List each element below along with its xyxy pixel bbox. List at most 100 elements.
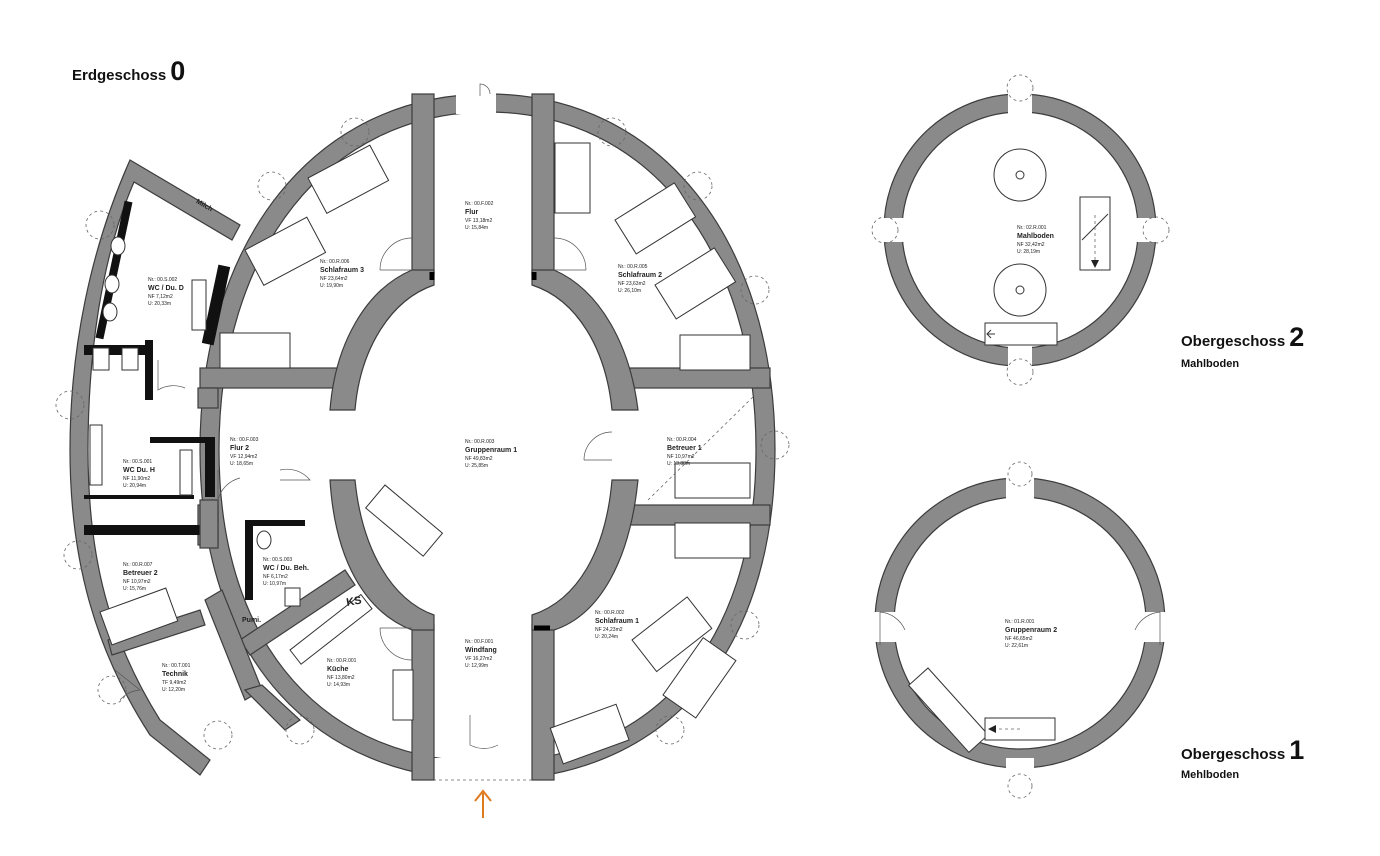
room-label-text: Nr.: 00.R.002 xyxy=(595,610,625,616)
room-label-text: Gruppenraum 1 xyxy=(465,447,517,454)
wc-beh-wall xyxy=(245,520,253,600)
betreuer1-diagonal xyxy=(647,394,756,501)
room-label-text: NF 11,90m2 xyxy=(123,476,150,482)
west-wall-dark-1 xyxy=(84,345,152,355)
room-label-text: NF 10,97m2 xyxy=(123,579,151,585)
room-label-text: U: 20,33m xyxy=(148,301,171,307)
room-label-text: Schlafraum 2 xyxy=(618,272,662,279)
ground-floor-plan xyxy=(55,83,790,818)
ground-floor-label: Erdgeschoss xyxy=(72,67,167,84)
room-label-pumi: Pumi. xyxy=(242,617,261,624)
room-label-text: NF 13,80m2 xyxy=(327,675,355,681)
room-label-text: VF 13,18m2 xyxy=(465,218,492,224)
upper1-window-marker-bottom xyxy=(1007,773,1033,799)
room-label-text: Technik xyxy=(162,671,188,678)
upper2-window-bottom xyxy=(1008,344,1032,370)
room-label-betreuer-1: Nr.: 00.R.004 Betreuer 1 NF 10,97m2 U: 1… xyxy=(667,437,702,467)
upper1-window-bottom xyxy=(1006,758,1034,784)
room-label-schlafraum-1: Nr.: 00.R.002 Schlafraum 1 NF 24,23m2 U:… xyxy=(595,610,639,640)
room-label-text: NF 7,12m2 xyxy=(148,294,173,300)
west-wall-dark-4 xyxy=(145,340,153,400)
upper2-window-marker-right xyxy=(1142,216,1170,244)
wall-windfang-left xyxy=(411,624,435,781)
room-label-betreuer-2: Nr.: 00.R.007 Betreuer 2 NF 10,97m2 U: 1… xyxy=(123,562,158,592)
upper1-stair-arrow-icon xyxy=(988,725,996,733)
room-label-text: U: 13,88m xyxy=(667,461,690,467)
upper2-window-marker-left xyxy=(871,216,899,244)
room-label-text: U: 19,90m xyxy=(320,283,343,289)
upper1-floor-plan xyxy=(872,461,1168,799)
room-label-flur-2: Nr.: 00.F.003 Flur 2 VF 12,94m2 U: 18,65… xyxy=(230,437,259,467)
room-label-text: VF 16,27m2 xyxy=(465,656,492,662)
room-label-text: U: 25,85m xyxy=(465,463,488,469)
room-label-text: U: 12,99m xyxy=(465,663,488,669)
room-label-mahlboden: Nr.: 02.R.001 Mahlboden NF 32,42m2 U: 28… xyxy=(1017,225,1054,255)
room-label-gruppenraum-2: Nr.: 01.R.001 Gruppenraum 2 NF 46,65m2 U… xyxy=(1005,619,1057,649)
ground-floor-level: 0 xyxy=(170,56,186,86)
upper2-stair-2 xyxy=(984,322,1058,346)
entrance-opening xyxy=(433,758,537,782)
room-label-text: Windfang xyxy=(465,647,497,654)
ground-stair xyxy=(365,484,444,557)
room-label-text: U: 14,93m xyxy=(327,682,350,688)
room-label-text: Nr.: 02.R.001 xyxy=(1017,225,1047,231)
room-label-schlafraum-3: Nr.: 00.R.006 Schlafraum 3 NF 23,64m2 U:… xyxy=(320,259,364,289)
room-label-text: Küche xyxy=(327,666,349,673)
room-label-text: NF 6,17m2 xyxy=(263,574,288,580)
room-label-ks: KS xyxy=(345,594,362,608)
room-label-text: NF 23,64m2 xyxy=(320,276,348,282)
room-label-text: Nr.: 00.S.003 xyxy=(263,557,292,563)
beds xyxy=(99,142,751,765)
upper2-window-marker-bottom xyxy=(1006,358,1034,386)
room-label-text: WC Du. H xyxy=(123,467,155,474)
upper2-stair-2-arrow-icon xyxy=(986,329,995,339)
kitchen-diagonal-wall xyxy=(239,569,356,656)
room-label-text: Nr.: 00.T.001 xyxy=(162,663,191,669)
sanitary-fixtures xyxy=(89,236,414,721)
room-label-text: Nr.: 01.R.001 xyxy=(1005,619,1035,625)
room-label-text: Nr.: 00.R.003 xyxy=(465,439,495,445)
room-label-text: WC / Du. Beh. xyxy=(263,565,309,572)
room-label-wc-du-h: Nr.: 00.S.001 WC Du. H NF 11,90m2 U: 20,… xyxy=(123,459,155,489)
room-label-text: NF 49,83m2 xyxy=(465,456,493,462)
room-label-text: NF 32,42m2 xyxy=(1017,242,1045,248)
wall-west-upper xyxy=(199,367,356,389)
wc-beh-wall-top xyxy=(245,520,305,526)
room-label-text: U: 12,20m xyxy=(162,687,185,693)
upper1-door-right xyxy=(1140,612,1168,642)
west-wall-dark-6 xyxy=(205,437,215,497)
wall-flur-right xyxy=(531,93,555,275)
technik-partition-2 xyxy=(243,684,301,731)
kitchen-counter xyxy=(289,593,373,665)
upper1-floor-label: Obergeschoss xyxy=(1181,746,1286,763)
room-label-text: Flur 2 xyxy=(230,445,249,452)
top-opening xyxy=(456,92,496,114)
room-label-text: Betreuer 1 xyxy=(667,445,702,452)
wall-east-upper xyxy=(629,367,771,389)
room-label-text: Betreuer 2 xyxy=(123,570,158,577)
room-label-text: NF 46,65m2 xyxy=(1005,636,1033,642)
room-label-text: NF 23,63m2 xyxy=(618,281,646,287)
room-label-text: Nr.: 00.R.001 xyxy=(327,658,357,664)
upper2-floor-plan xyxy=(871,74,1170,386)
room-label-wc-du-beh: Nr.: 00.S.003 WC / Du. Beh. NF 6,17m2 U:… xyxy=(263,557,309,587)
room-label-text: VF 12,94m2 xyxy=(230,454,257,460)
upper2-floor-label: Obergeschoss xyxy=(1181,333,1286,350)
curved-wall-nw xyxy=(329,269,435,411)
room-label-technik: Nr.: 00.T.001 Technik TF 9,49m2 U: 12,20… xyxy=(162,663,191,693)
upper1-window-top xyxy=(1006,474,1034,500)
upper2-floor-level: 2 xyxy=(1289,322,1305,352)
room-label-wc-du-d: Nr.: 00.S.002 WC / Du. D NF 7,12m2 U: 20… xyxy=(148,277,184,307)
room-label-text: U: 22,61m xyxy=(1005,643,1028,649)
room-label-text: Nr.: 00.S.002 xyxy=(148,277,177,283)
wall-windfang-right xyxy=(531,624,555,781)
room-label-text: Schlafraum 1 xyxy=(595,618,639,625)
room-label-text: Schlafraum 3 xyxy=(320,267,364,274)
room-label-text: U: 15,76m xyxy=(123,586,146,592)
upper2-window-top xyxy=(1008,90,1032,116)
millstone-1-hub xyxy=(1015,170,1025,180)
upper1-floor-level: 1 xyxy=(1289,735,1305,765)
